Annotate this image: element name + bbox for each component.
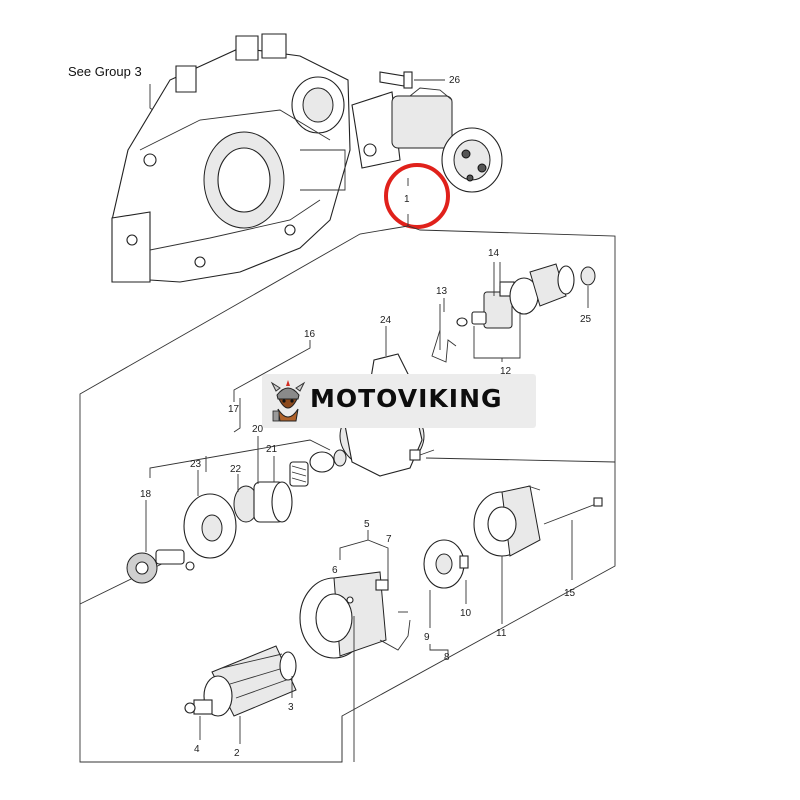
callout-10: 10 xyxy=(460,608,472,619)
rear-cover-part xyxy=(473,485,541,557)
callout-18: 18 xyxy=(140,489,152,500)
callout-16: 16 xyxy=(304,329,316,340)
callout-13: 13 xyxy=(436,286,448,297)
housing-bolt xyxy=(409,449,435,461)
end-cap-part xyxy=(580,266,596,286)
watermark-banner: MOTOVIKING xyxy=(262,374,536,428)
brush-plate-part xyxy=(423,539,469,589)
callout-12: 12 xyxy=(500,366,512,377)
watermark-text: MOTOVIKING xyxy=(310,384,503,413)
callout-22: 22 xyxy=(230,464,242,475)
callout-20: 20 xyxy=(252,424,264,435)
bolt-26 xyxy=(379,71,445,89)
callout-24: 24 xyxy=(380,315,392,326)
starter-motor-assembly xyxy=(351,87,503,193)
highlight-circle xyxy=(384,163,450,229)
armature-part xyxy=(184,645,297,717)
callout-2: 2 xyxy=(234,748,240,759)
callout-4: 4 xyxy=(194,744,200,755)
callout-21: 21 xyxy=(266,444,278,455)
callout-7: 7 xyxy=(386,534,392,545)
see-group-caption: See Group 3 xyxy=(68,64,142,79)
spring-clip-part xyxy=(431,298,457,363)
callout-15: 15 xyxy=(564,588,576,599)
callout-11: 11 xyxy=(496,628,507,639)
yoke-assembly-part xyxy=(299,571,411,659)
flywheel-housing xyxy=(111,33,351,283)
gear-plate-part xyxy=(183,493,237,559)
through-bolt-part xyxy=(527,485,603,525)
callout-14: 14 xyxy=(488,248,500,259)
pinion-gear-part xyxy=(126,549,195,584)
callout-3: 3 xyxy=(288,702,294,713)
callout-1: 1 xyxy=(404,194,410,205)
callout-17: 17 xyxy=(228,404,240,415)
sleeve-part xyxy=(309,449,347,473)
callout-25: 25 xyxy=(580,314,592,325)
brush-holder-part xyxy=(456,262,575,329)
spring-part xyxy=(289,461,309,487)
callout-8: 8 xyxy=(444,652,450,663)
callout-26: 26 xyxy=(449,75,461,86)
clutch-part xyxy=(233,481,293,523)
callout-23: 23 xyxy=(190,459,202,470)
viking-logo-icon xyxy=(270,380,306,422)
callout-6: 6 xyxy=(332,565,338,576)
callout-5: 5 xyxy=(364,519,370,530)
callout-9: 9 xyxy=(424,632,430,643)
